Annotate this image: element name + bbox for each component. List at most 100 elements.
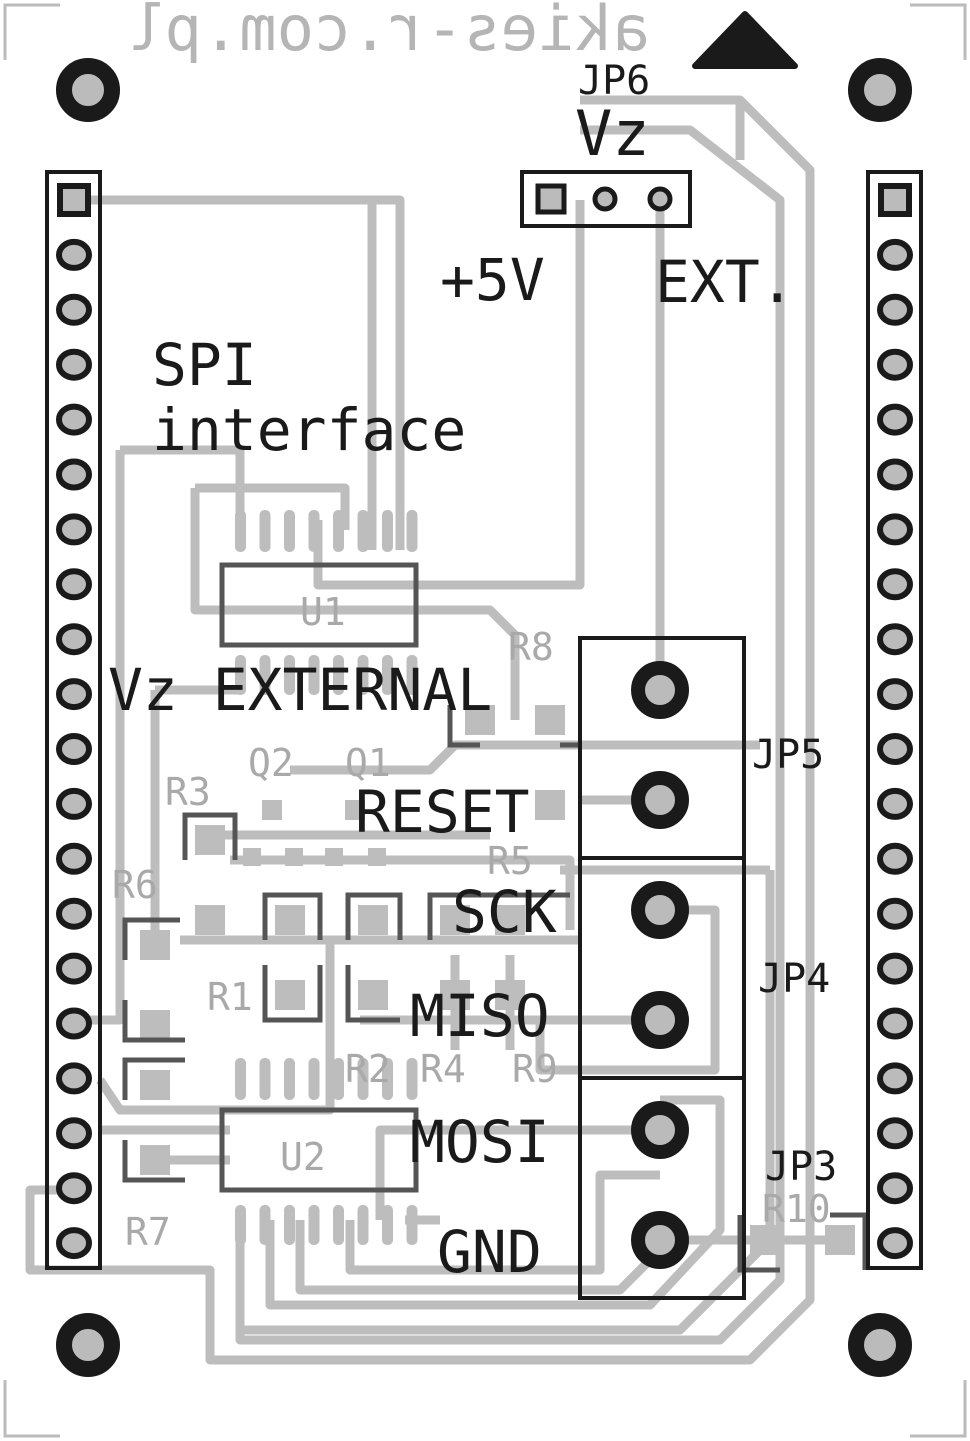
ic-pin-pad [333, 510, 344, 552]
right-header-pin[interactable] [877, 678, 913, 711]
terminal-screw-pin[interactable] [631, 661, 689, 719]
right-header-pin[interactable] [877, 897, 913, 930]
left-header-pin[interactable] [56, 1117, 92, 1150]
label-sck: SCK [452, 878, 557, 946]
left-header-pin[interactable] [56, 348, 92, 381]
terminal-screw-pin[interactable] [631, 771, 689, 829]
right-header-pin[interactable] [877, 787, 913, 820]
label-q1: Q1 [345, 741, 391, 785]
ic-pin-pad [259, 1205, 271, 1245]
left-header-pin[interactable] [57, 183, 91, 217]
left-header-pin[interactable] [56, 238, 92, 271]
right-header-pin[interactable] [877, 1007, 913, 1040]
mounting-hole [56, 58, 120, 122]
ic-pads [235, 510, 418, 1245]
ic-pin-pad [333, 1205, 344, 1245]
right-header-pin[interactable] [877, 238, 913, 271]
board-corner-marks [3, 3, 967, 1438]
label-r8: R8 [508, 625, 554, 669]
ic-pin-pad [308, 510, 320, 552]
mounting-hole [848, 58, 912, 122]
left-header-pin[interactable] [56, 897, 92, 930]
label-ext: EXT. [655, 248, 795, 316]
right-header-pin[interactable] [877, 952, 913, 985]
right-header-pin[interactable] [877, 348, 913, 381]
ic-pin-pad [235, 510, 246, 552]
watermark-text: akies-r.com.pl [127, 0, 650, 65]
terminal-screw-pin[interactable] [631, 881, 689, 939]
label-vz-external: Vz EXTERNAL [108, 656, 492, 724]
ic-pin-pad [357, 1058, 369, 1100]
terminal-screw-pin[interactable] [631, 1211, 689, 1269]
left-header-pin[interactable] [56, 678, 92, 711]
left-header-pin[interactable] [56, 513, 92, 546]
label-mosi: MOSI [410, 1108, 550, 1176]
jp6-pin-3[interactable] [647, 186, 673, 212]
right-header-pin[interactable] [877, 1172, 913, 1205]
label-interface: interface [152, 396, 466, 464]
terminal-screw-pin[interactable] [631, 991, 689, 1049]
ic-pin-pad [284, 510, 295, 552]
label-plus5v: +5V [440, 246, 545, 314]
mounting-hole [56, 1313, 120, 1377]
label-r5: R5 [487, 839, 533, 883]
left-header-pin[interactable] [56, 842, 92, 875]
right-header-pin[interactable] [877, 293, 913, 326]
left-header-pin[interactable] [56, 952, 92, 985]
ic-pin-pad [382, 655, 393, 695]
label-spi: SPI [152, 331, 257, 399]
ic-pin-pad [406, 1058, 418, 1100]
right-header-pin[interactable] [878, 183, 912, 217]
ic-pin-pad [357, 1205, 369, 1245]
ic-pin-pad [284, 1058, 295, 1100]
ic-pin-pad [284, 655, 295, 695]
ic-pin-pad [406, 1205, 418, 1245]
label-q2: Q2 [248, 741, 294, 785]
left-header-pin[interactable] [56, 1007, 92, 1040]
ic-pin-pad [308, 1058, 320, 1100]
right-header-pin[interactable] [877, 458, 913, 491]
label-miso: MISO [410, 982, 550, 1050]
right-header-pin[interactable] [877, 403, 913, 436]
ic-pin-pad [235, 1058, 246, 1100]
label-r9: R9 [512, 1047, 558, 1091]
left-header-pin[interactable] [56, 623, 92, 656]
ic-pin-pad [406, 510, 418, 552]
left-header-pin[interactable] [56, 733, 92, 765]
right-header-pin[interactable] [877, 733, 913, 765]
left-header-pin[interactable] [56, 1172, 92, 1205]
right-header-pin[interactable] [877, 1117, 913, 1150]
label-r4: R4 [420, 1047, 466, 1091]
terminal-screw-pin[interactable] [631, 1101, 689, 1159]
right-header-pin[interactable] [877, 513, 913, 546]
u2-chip-outline [219, 1107, 419, 1193]
right-header-pin[interactable] [877, 1062, 913, 1095]
label-reset: RESET [355, 778, 530, 846]
label-u2: U2 [280, 1135, 326, 1179]
jp3-connector [578, 1076, 746, 1300]
smd-outlines [122, 705, 868, 1273]
terminal-pins [631, 661, 689, 1269]
label-u1: U1 [300, 590, 346, 634]
left-header-pin[interactable] [56, 787, 92, 820]
right-header-pin[interactable] [877, 1227, 913, 1260]
right-header-pin[interactable] [877, 842, 913, 875]
jp6-pin-1[interactable] [535, 183, 567, 215]
left-header-pin[interactable] [56, 1062, 92, 1095]
label-jp4: JP4 [758, 956, 830, 1002]
ic-pin-pad [406, 655, 418, 695]
right-header-pin[interactable] [877, 568, 913, 601]
ic-pin-pad [259, 655, 271, 695]
left-header-pin[interactable] [56, 1227, 92, 1260]
label-r1: R1 [207, 975, 253, 1019]
left-header-pin[interactable] [56, 403, 92, 436]
label-r6: R6 [112, 863, 158, 907]
header-pins [56, 183, 913, 1260]
left-header-pin[interactable] [56, 458, 92, 491]
ic-pin-pad [259, 510, 271, 552]
left-header-pin[interactable] [56, 568, 92, 601]
left-header-pin[interactable] [56, 293, 92, 326]
jp6-pin-2[interactable] [592, 186, 618, 212]
right-header-pin[interactable] [877, 623, 913, 656]
